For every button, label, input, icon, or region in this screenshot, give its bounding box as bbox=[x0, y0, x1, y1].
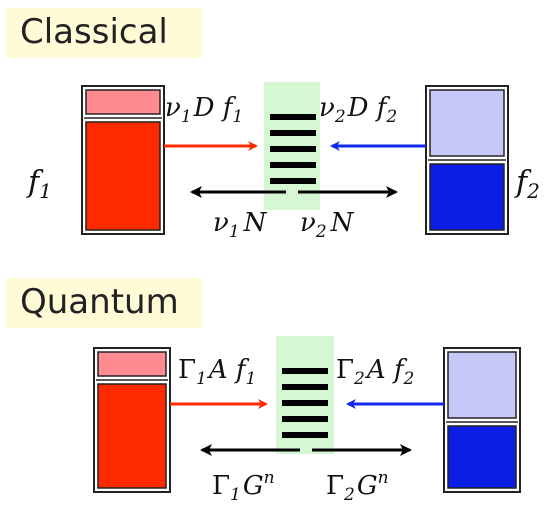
quantum-top-left-rate-label: Γ1A f1 bbox=[178, 355, 256, 389]
classical-heading: Classical bbox=[6, 8, 202, 58]
channel-levels bbox=[264, 82, 320, 210]
top-right-rate-label: ν2D f2 bbox=[319, 93, 397, 127]
quantum-bottom-left-rate-label: Γ1Gn bbox=[212, 468, 275, 505]
quantum-channel-levels bbox=[276, 336, 334, 454]
top-left-rate-label: ν1D f1 bbox=[165, 93, 243, 127]
quantum-top-right-rate-label: Γ2A f2 bbox=[336, 355, 414, 389]
left-reservoir bbox=[81, 85, 165, 235]
right-reservoir bbox=[425, 85, 509, 235]
quantum-right-reservoir bbox=[443, 347, 521, 493]
left-reservoir-label: f1 bbox=[26, 165, 52, 203]
quantum-left-reservoir bbox=[93, 347, 171, 493]
quantum-diagram: Γ1A f1 Γ2A f2 Γ1Gn Γ2Gn bbox=[93, 336, 521, 505]
quantum-heading: Quantum bbox=[6, 278, 202, 328]
right-reservoir-label: f2 bbox=[514, 165, 540, 203]
quantum-bottom-right-rate-label: Γ2Gn bbox=[326, 468, 389, 505]
